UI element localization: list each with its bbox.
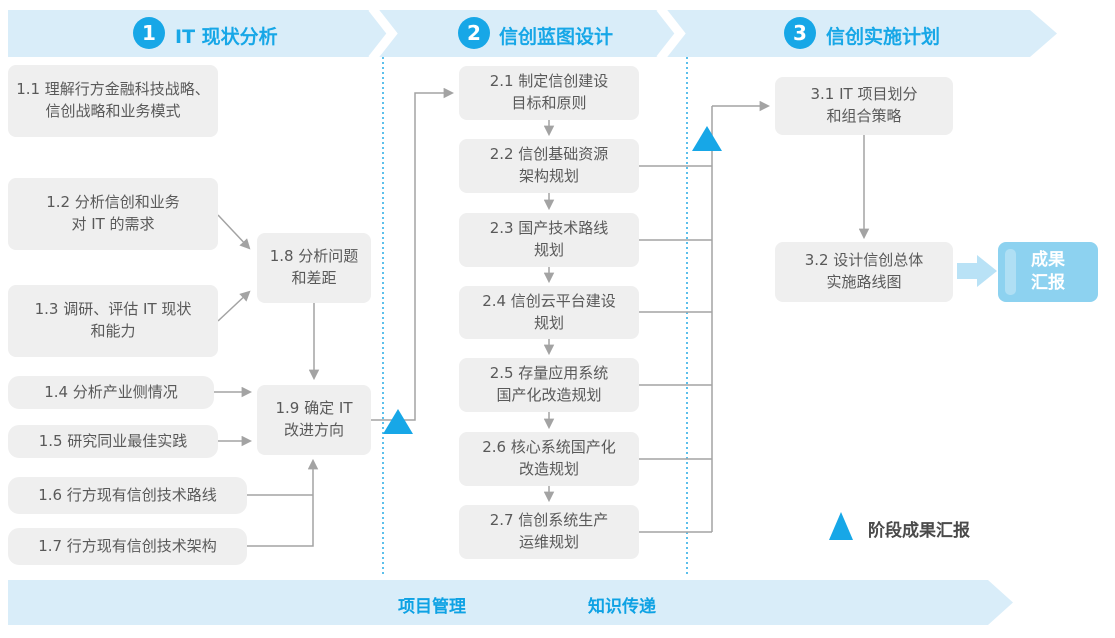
result-arrow	[957, 255, 997, 287]
milestone-triangle-phase1	[383, 409, 413, 434]
legend-label: 阶段成果汇报	[868, 521, 970, 541]
box-2-1: 2.1 制定信创建设 目标和原则	[459, 66, 639, 120]
phase-badge-2: 2	[458, 17, 490, 49]
legend-milestone-triangle	[829, 512, 853, 540]
box-1-1: 1.1 理解行方金融科技战略、 信创战略和业务模式	[8, 65, 218, 137]
bottom-banner-band	[8, 580, 1013, 625]
box-1-9: 1.9 确定 IT 改进方向	[257, 385, 371, 455]
milestone-triangle-phase2	[692, 126, 722, 151]
box-3-1: 3.1 IT 项目划分 和组合策略	[775, 77, 953, 135]
phase-title-2: 信创蓝图设计	[499, 26, 614, 48]
phase-badge-1: 1	[133, 17, 165, 49]
box-3-2: 3.2 设计信创总体 实施路线图	[775, 242, 953, 302]
banner-chevron-separator-2	[656, 5, 686, 62]
phase-title-3: 信创实施计划	[826, 26, 941, 48]
box-1-7: 1.7 行方现有信创技术架构	[8, 528, 247, 565]
result-box-label: 成果 汇报	[1031, 250, 1065, 293]
phase-banner-band	[8, 10, 1057, 57]
box-2-6: 2.6 核心系统国产化 改造规划	[459, 432, 639, 486]
box-2-4: 2.4 信创云平台建设 规划	[459, 286, 639, 339]
box-1-6: 1.6 行方现有信创技术路线	[8, 477, 247, 514]
box-1-4: 1.4 分析产业侧情况	[8, 376, 214, 409]
box-1-2: 1.2 分析信创和业务 对 IT 的需求	[8, 178, 218, 250]
result-box: 成果 汇报	[998, 242, 1098, 302]
box-1-5: 1.5 研究同业最佳实践	[8, 425, 218, 458]
result-box-stripe	[1005, 249, 1016, 295]
box-2-2: 2.2 信创基础资源 架构规划	[459, 139, 639, 193]
bottom-label-project-management: 项目管理	[398, 597, 466, 617]
box-1-8: 1.8 分析问题 和差距	[257, 233, 371, 303]
box-2-5: 2.5 存量应用系统 国产化改造规划	[459, 358, 639, 412]
phase-title-1: IT 现状分析	[175, 26, 278, 48]
bottom-label-knowledge-transfer: 知识传递	[588, 597, 656, 617]
phase-badge-3: 3	[784, 17, 816, 49]
box-1-3: 1.3 调研、评估 IT 现状 和能力	[8, 285, 218, 357]
box-2-7: 2.7 信创系统生产 运维规划	[459, 505, 639, 559]
banner-chevron-separator-1	[368, 5, 398, 62]
box-2-3: 2.3 国产技术路线 规划	[459, 213, 639, 267]
